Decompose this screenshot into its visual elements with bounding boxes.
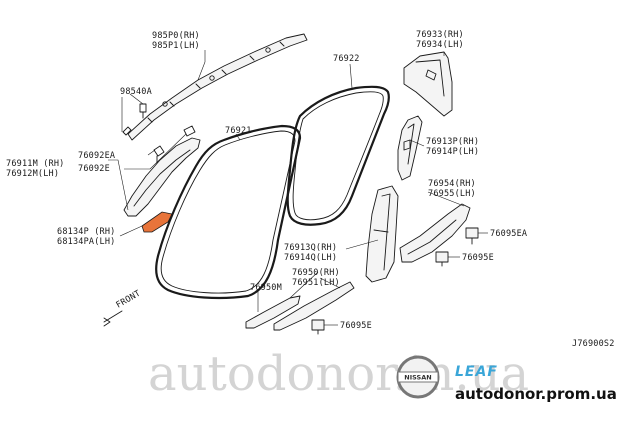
clip-76095ea [465, 227, 479, 245]
label-76092e: 76092E [78, 164, 110, 174]
curtain-airbag [127, 33, 308, 141]
label-76951: 76951(LH) [292, 278, 340, 288]
label-68134pa: 68134PA(LH) [57, 237, 116, 247]
clip-76095e-right [435, 251, 449, 267]
label-76914p: 76914P(LH) [426, 147, 479, 157]
front-pillar-garnish [123, 137, 201, 217]
label-76950m: 76950M [250, 283, 282, 293]
front-label: FRONT [115, 289, 143, 311]
label-68134p: 68134P (RH) [57, 227, 116, 237]
label-76095ea: 76095EA [490, 229, 527, 239]
label-76921: 76921 [225, 126, 252, 136]
rear-side-garnish [399, 203, 471, 263]
label-985p1: 985P1(LH) [152, 41, 200, 51]
center-pillar-lower-garnish [365, 185, 399, 283]
label-76954: 76954(RH) [428, 179, 476, 189]
rear-pillar-upper-garnish [403, 51, 453, 117]
clip-76095e-bottom [311, 319, 325, 335]
rear-kicking-plate [273, 281, 355, 331]
clip-98540a [139, 103, 147, 119]
reference-code: J76900S2 [572, 339, 615, 349]
site-url: autodonor.prom.ua [455, 385, 617, 403]
label-76913q: 76913Q(RH) [284, 243, 337, 253]
label-76934: 76934(LH) [416, 40, 464, 50]
label-76913p: 76913P(RH) [426, 137, 479, 147]
highlighted-part-68134p [141, 211, 173, 233]
watermark-text: autodonor.in.ua [148, 346, 529, 402]
front-door-weatherstrip [155, 124, 302, 300]
center-pillar-upper-garnish [397, 115, 423, 181]
front-kicking-plate [245, 295, 301, 329]
front-direction-arrow [103, 310, 123, 327]
label-985p0: 985P0(RH) [152, 31, 200, 41]
label-76092ea: 76092EA [78, 151, 115, 161]
leader-lines [108, 50, 488, 326]
front-door-weatherstrip-inner [160, 130, 296, 294]
rear-door-weatherstrip-inner [292, 91, 384, 221]
leaf-logo-text: LEAF [455, 364, 498, 380]
label-76095e-right: 76095E [462, 253, 494, 263]
label-76911m: 76911M (RH) [6, 159, 65, 169]
label-76950: 76950(RH) [292, 268, 340, 278]
label-76933: 76933(RH) [416, 30, 464, 40]
label-98540a: 98540A [120, 87, 152, 97]
label-76922: 76922 [333, 54, 360, 64]
rear-door-weatherstrip [286, 85, 390, 226]
label-76955: 76955(LH) [428, 189, 476, 199]
label-76095e-bottom: 76095E [340, 321, 372, 331]
label-76914q: 76914Q(LH) [284, 253, 337, 263]
bolt-98540a [122, 126, 132, 136]
label-76912m: 76912M(LH) [6, 169, 59, 179]
nissan-emblem: NISSAN [396, 355, 440, 399]
nissan-emblem-text: NISSAN [404, 374, 431, 382]
